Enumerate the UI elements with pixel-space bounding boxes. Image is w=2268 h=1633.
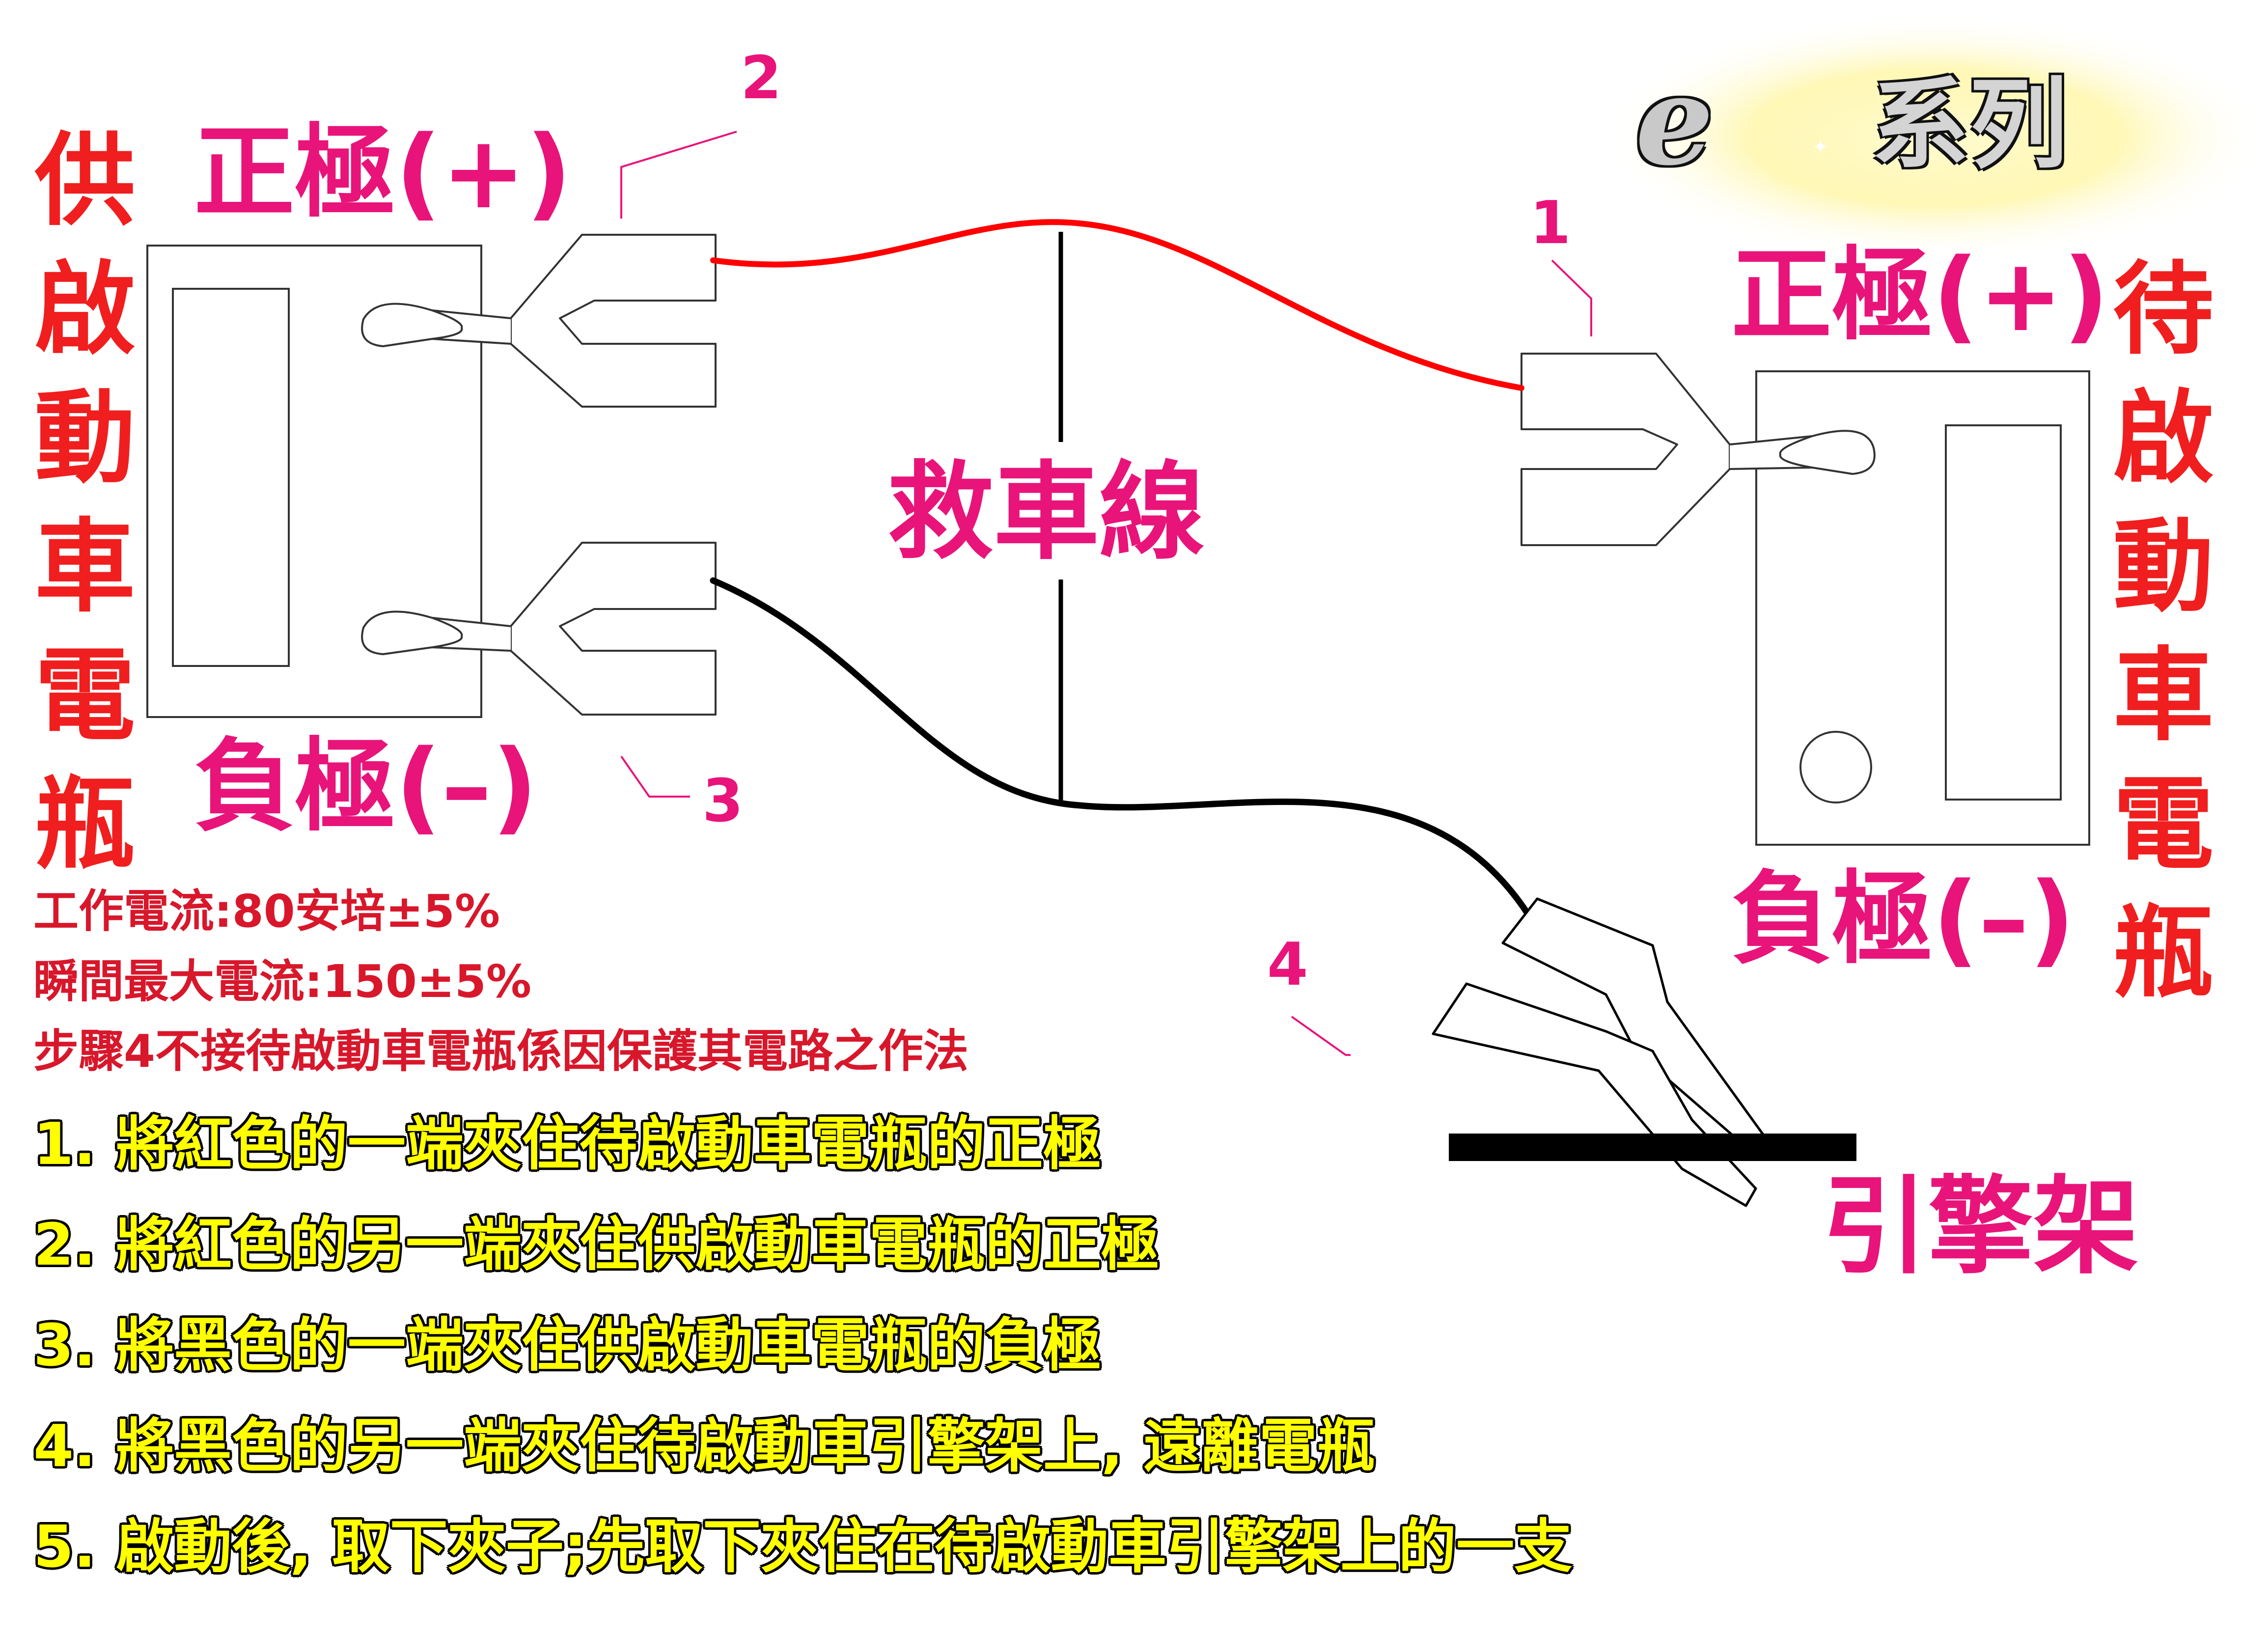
left-label-char: 動 [34,380,136,497]
right-label-char: 電 [2113,766,2214,883]
step-3: 3. 將黑色的一端夾住供啟動車電瓶的負極 [33,1311,1102,1379]
brand-series-text: 系列 [1871,68,2068,182]
right-label-char: 動 [2113,509,2214,626]
right-label-char: 待 [2113,251,2214,368]
step-5: 5. 啟動後, 取下夾子;先取下夾住在待啟動車引擎架上的一支 [33,1513,1573,1580]
left-positive-clamp [361,234,717,408]
callout-1: 1 [1530,189,1571,257]
right-positive-label: 正極(+) [1731,237,2109,354]
right-label-char: 車 [2113,637,2214,754]
spec-working-current: 工作電流:80安培±5% [33,885,500,938]
left-negative-label: 負極(–) [194,728,538,845]
step-1: 1. 將紅色的一端夾住待啟動車電瓶的正極 [33,1110,1102,1178]
left-label-char: 供 [34,123,136,240]
brand-glow [1601,15,2268,260]
callout-3: 3 [702,767,744,835]
right-battery-label: 待 啟 動 車 電 瓶 [2107,246,2220,1018]
left-battery-label: 供 啟 動 車 電 瓶 [28,117,141,889]
right-label-char: 瓶 [2113,895,2214,1012]
left-negative-clamp [361,542,717,716]
spec-peak-current: 瞬間最大電流:150±5% [33,955,532,1008]
left-label-char: 電 [34,637,136,754]
sparkle-icon: ✦ [1812,136,1829,159]
spec-step4-note: 步驟4不接待啟動車電瓶係因保護其電路之作法 [33,1025,969,1078]
step-4: 4. 將黑色的另一端夾住待啟動車引擎架上, 遠離電瓶 [33,1412,1375,1480]
right-label-char: 啟 [2113,380,2214,497]
right-negative-label: 負極(–) [1731,861,2075,978]
left-label-char: 車 [34,509,136,626]
black-cable [710,577,1536,924]
left-label-char: 啟 [34,251,136,368]
brand-letter: e [1635,48,1714,193]
jumper-cable-label: 救車線 [888,450,1205,574]
callout-4: 4 [1267,931,1308,999]
red-cable [710,219,1524,391]
right-positive-clamp [1521,353,1876,546]
left-positive-label: 正極(+) [194,114,572,231]
engine-frame-label: 引擎架 [1822,1165,2139,1288]
callout-2: 2 [741,44,782,112]
left-label-char: 瓶 [34,766,136,883]
step-2: 2. 將紅色的另一端夾住供啟動車電瓶的正極 [33,1211,1160,1278]
callout-leaders [620,131,1592,1056]
